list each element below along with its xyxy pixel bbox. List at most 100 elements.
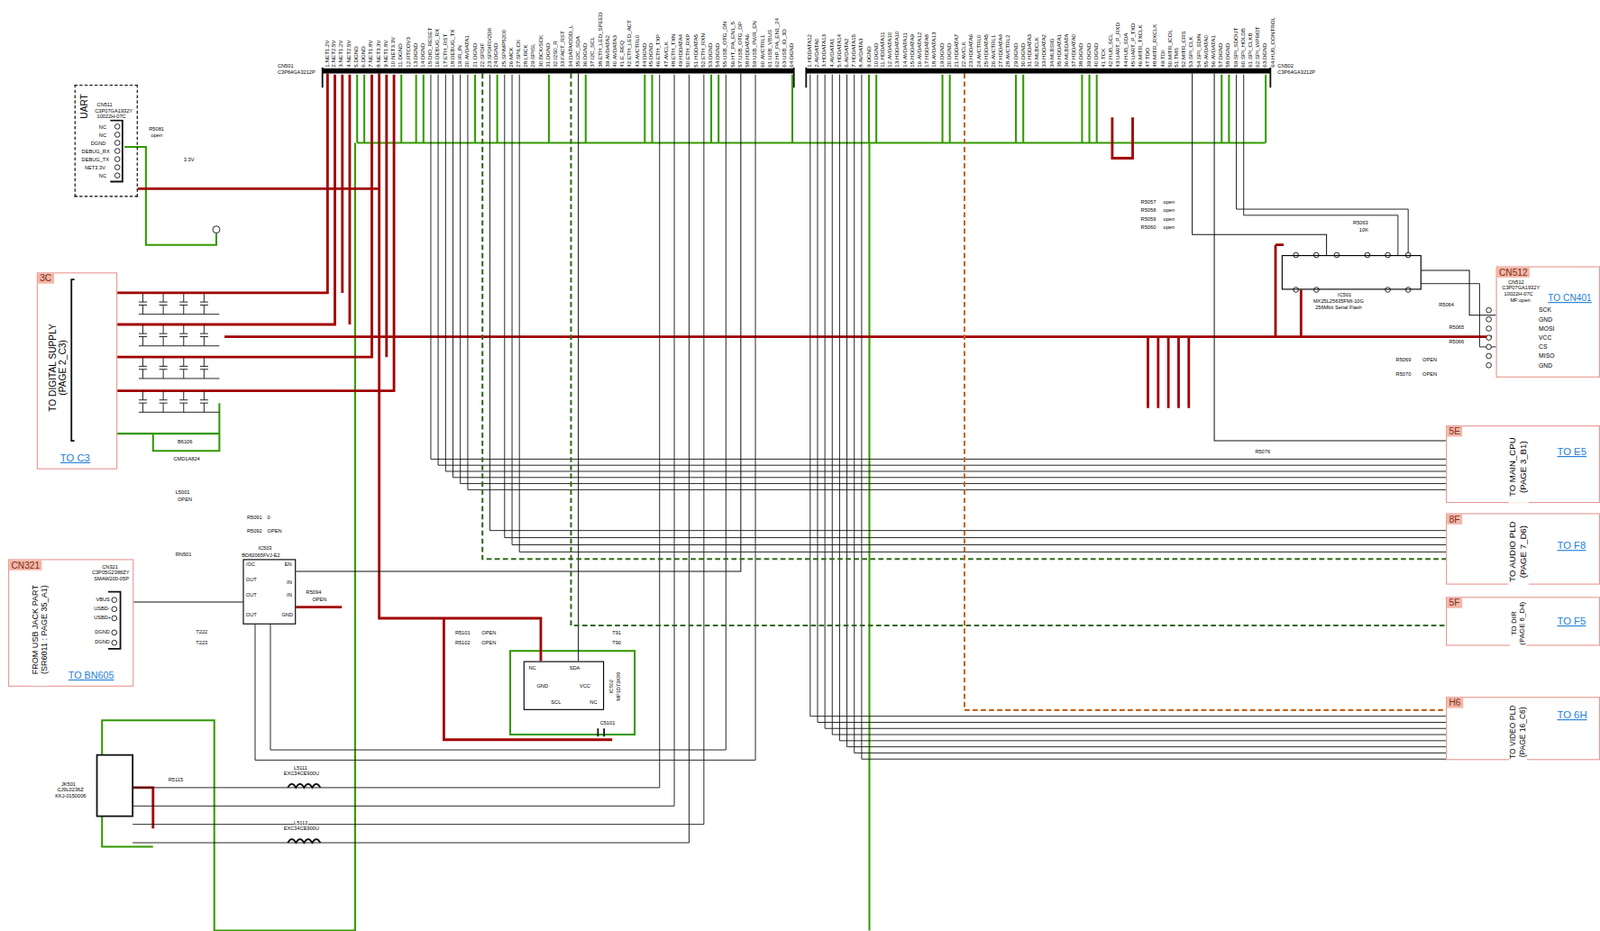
pin-label: 58.DGND: [1225, 43, 1232, 68]
part-label: USBD-: [93, 605, 110, 612]
part-label: R5070: [1396, 371, 1412, 377]
pin-label: 3.NET1.2V: [338, 39, 345, 67]
node-label: TO VIDEO PLD (PAGE 16_C6): [1509, 702, 1528, 762]
pin-label: 40.AVDATA3: [612, 35, 618, 68]
offpage-box: H6TO VIDEO PLD (PAGE 16_C6)TO 6H: [1445, 696, 1600, 760]
pin-label: 40.DGND: [1093, 43, 1099, 68]
pin-label: 52.MITR_CRS: [1181, 30, 1188, 67]
part-label: CJ9L0236Z: [56, 787, 83, 794]
offpage-box: 3CTO DIGITAL SUPPLY (PAGE 2_C3)TO C3: [36, 272, 118, 469]
pin-label: 21.HDDATA7: [953, 34, 960, 68]
pin-label: 7.HDDATA15: [850, 34, 857, 68]
part-label: GND: [536, 683, 549, 689]
page-link: TO F8: [1556, 540, 1586, 551]
pin-label: 54.DGND: [715, 43, 722, 68]
ground-frame: [510, 650, 635, 735]
part-label: open: [151, 132, 164, 138]
pin-label: 35.I2C_SDA: [575, 36, 581, 68]
node-label: IC501: [1337, 292, 1352, 299]
pin-label: 48.ETH_TXN: [671, 34, 677, 68]
part-label: R5066: [1448, 339, 1464, 346]
pin-label: 51.TMS: [1174, 47, 1180, 68]
pin-circle: [1486, 362, 1492, 368]
part-label: VBUS: [95, 596, 110, 603]
part-label: NC: [99, 124, 107, 130]
part-label: OPEN: [1422, 356, 1437, 363]
wire-connector: [577, 73, 579, 662]
pin-label: 11.HDDATA11: [880, 31, 887, 67]
node-label: FROM USB JACK PART (SR6011 : PAGE 35_A1): [30, 573, 50, 686]
part-label: CS: [1538, 343, 1547, 350]
connector-bar: CN501C3P64GA3212P: [322, 68, 795, 74]
pin-label: 49.HDDATA4: [678, 34, 685, 68]
pin-circle: [114, 132, 120, 138]
pin-label: 30.BCK/SCK: [538, 35, 544, 68]
part-label: DGND: [91, 140, 107, 147]
pin-label: 29.DGND: [1013, 43, 1019, 68]
part-label: C3P05G2388ZY: [91, 570, 130, 576]
pin-label: 44.HUB_SDA: [1123, 33, 1129, 68]
part-label: T91: [612, 630, 622, 637]
part-label: SCK: [1538, 307, 1552, 314]
part-label: OUT: [246, 612, 257, 618]
sheet-tag: CN512: [1497, 267, 1530, 278]
pin-label: 47.AVCLK: [663, 41, 669, 68]
pin-label: 8.NET3.3V: [375, 39, 382, 67]
pin-label: 36.DGND: [582, 43, 588, 68]
pin-label: 15.HDDATA9: [910, 34, 916, 68]
part-label: NC: [99, 132, 107, 138]
pin-label: 30.DGND: [1020, 43, 1026, 68]
ground-wire: [868, 74, 1266, 144]
pin-label: 55.USB_OTG_DN: [722, 21, 729, 68]
pin-label: 61.USB_VBUS: [767, 29, 773, 68]
part-label: CN512: [1508, 279, 1525, 285]
pin-circle: [114, 173, 120, 179]
pin-label: 46.MITR_TXCLK: [1137, 24, 1143, 67]
part-label: R5076: [1254, 448, 1271, 455]
sheet-tag: 5F: [1446, 597, 1462, 608]
pin-label: 38.ETH_LED_SPEED: [597, 11, 604, 67]
sheet-tag: CN321: [9, 559, 42, 570]
part-label: T223: [195, 640, 208, 647]
connector-bracket: [322, 67, 1271, 89]
part-label: C3P07GA1932Y: [94, 108, 133, 114]
pin-label: 16.AVDATA12: [917, 32, 924, 68]
pin-label: 29.SPISL: [530, 43, 537, 67]
pin-circle: [111, 615, 118, 622]
pin-label: 17.HDDATA8: [924, 34, 931, 68]
wire-connector: [964, 73, 1446, 711]
node-label: 256Mbit Serial Flash: [1315, 304, 1363, 311]
pin-label: 60.SPI_HOLDB: [1240, 27, 1246, 68]
pin-circle: [1486, 344, 1492, 350]
pin-label: 18.DEBUG_TX: [449, 28, 456, 67]
node-label: CN501: [277, 63, 294, 69]
pin-label: 64.DGND: [789, 43, 796, 68]
pin-label: 34.DATA/ODD_L: [567, 25, 574, 68]
part-label: T222: [195, 629, 208, 635]
part-label: open: [1163, 208, 1176, 214]
part-label: L5112: [293, 820, 308, 826]
pin-label: 9.DGND: [866, 45, 872, 68]
pin-label: 24.DGND: [493, 43, 500, 68]
part-label: USBD+: [93, 615, 111, 622]
pin-label: 42.ETH_LED_ACT: [627, 19, 633, 68]
pin-label: 42.HUB_SCL: [1108, 33, 1115, 67]
pin-label: 41.E_REQ: [619, 40, 625, 68]
pin-label: 59.USB_PWR_EN: [752, 20, 759, 68]
pin-label: 1.NET1.2V: [324, 39, 330, 67]
pin-label: 2.AVDATA0: [814, 38, 821, 68]
pin-circle: [1486, 307, 1492, 313]
pin-circle: [1486, 353, 1492, 359]
part-label: EXC34CE900U: [283, 771, 320, 778]
page-link: TO E5: [1556, 447, 1587, 458]
part-label: CMD1A824: [173, 456, 200, 462]
capacitor-symbol: [597, 728, 604, 737]
node-label: IC503: [257, 546, 272, 552]
node-label: TO DIGITAL SUPPLY (PAGE 2_C3): [47, 316, 69, 419]
part-label: OPEN: [177, 496, 192, 503]
pin-label: 10.DGND: [873, 43, 879, 68]
part-label: B6106: [177, 439, 192, 446]
pin-label: 5.DGND: [354, 45, 360, 68]
part-label: R5081: [148, 126, 165, 132]
pin-label: 4.AVDATA1: [829, 38, 835, 68]
